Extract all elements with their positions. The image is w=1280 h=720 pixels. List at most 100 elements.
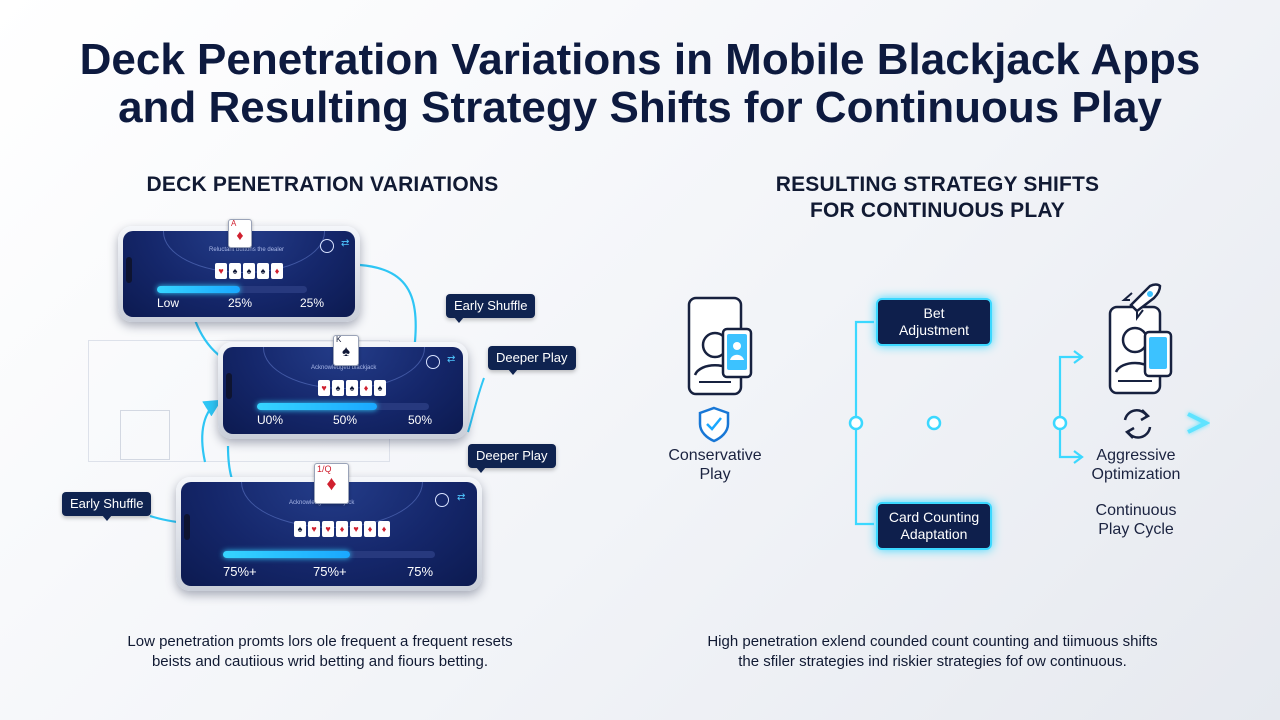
- left-caption-line-2: beists and cautiious wrid betting and fi…: [151, 653, 489, 670]
- tag-label: Early Shuffle: [454, 298, 528, 313]
- mini-card: ♦: [336, 521, 348, 537]
- aggressive-line-1: Aggressive: [1096, 447, 1176, 464]
- tag-deeper-play-top: Deeper Play: [488, 346, 576, 375]
- mini-card: ♦: [360, 380, 372, 396]
- phone-icon: [687, 296, 753, 396]
- background-grid-box: [120, 410, 170, 460]
- shield-check-icon: [698, 406, 730, 443]
- timeline-node: [926, 415, 942, 431]
- settings-ring-icon[interactable]: [435, 493, 449, 507]
- mini-card: ♥: [308, 521, 320, 537]
- swap-icon[interactable]: ⇄: [457, 492, 466, 503]
- left-caption: Low penetration promts lors ole frequent…: [80, 632, 560, 672]
- penetration-bar: [157, 286, 307, 293]
- penetration-bar-fill: [257, 403, 378, 410]
- settings-ring-icon[interactable]: [426, 355, 440, 369]
- page-title: Deck Penetration Variations in Mobile Bl…: [0, 36, 1280, 132]
- tag-early-shuffle-top: Early Shuffle: [446, 294, 536, 323]
- settings-ring-icon[interactable]: [320, 239, 334, 253]
- timeline-node: [848, 415, 864, 431]
- penetration-label-2: 75%+: [313, 564, 347, 579]
- playing-card: A ♦: [228, 219, 252, 248]
- right-section-heading: RESULTING STRATEGY SHIFTS FOR CONTINUOUS…: [700, 172, 1175, 224]
- dealer-text: Reluctant buttons the dealer: [209, 247, 285, 253]
- cycle-line-1: Continuous: [1095, 502, 1177, 519]
- mini-card: ♦: [271, 263, 283, 279]
- mini-card: ♥: [318, 380, 330, 396]
- arrow-right-icon: [1187, 412, 1211, 434]
- tag-deeper-play-bottom: Deeper Play: [468, 444, 556, 473]
- aggressive-line-2: Optimization: [1091, 466, 1181, 483]
- conservative-line-2: Play: [699, 466, 731, 483]
- playing-card: K ♠: [333, 335, 359, 366]
- bet-adjustment-box: Bet Adjustment: [876, 298, 992, 346]
- mini-card: ♠: [243, 263, 255, 279]
- tag-early-shuffle-bottom: Early Shuffle: [62, 492, 152, 521]
- penetration-label-3: 50%: [408, 413, 433, 427]
- mini-card: ♠: [332, 380, 344, 396]
- tag-label: Deeper Play: [476, 448, 548, 463]
- timeline-node: [1052, 415, 1068, 431]
- tag-tail: [454, 317, 464, 323]
- dealer-text: Acknowledged blackjack: [311, 365, 377, 371]
- penetration-label-1: Low: [157, 296, 180, 310]
- title-line-1: Deck Penetration Variations in Mobile Bl…: [79, 35, 1201, 84]
- cycle-line-2: Play Cycle: [1098, 521, 1174, 538]
- penetration-bar: [223, 551, 435, 558]
- aggressive-optimization-label: Aggressive Optimization: [1078, 446, 1194, 484]
- penetration-label-3: 75%: [407, 564, 434, 579]
- penetration-label-1: 75%+: [223, 564, 257, 579]
- playing-card-rank: A: [231, 219, 237, 228]
- tag-tail: [508, 369, 518, 375]
- bet-box-line-1: Bet: [923, 305, 945, 321]
- mini-cards: ♠ ♥ ♥ ♦ ♥ ♦ ♦: [294, 521, 390, 537]
- swap-icon[interactable]: ⇄: [447, 354, 456, 365]
- phone-notch: [126, 257, 132, 283]
- mini-cards: ♥ ♠ ♠ ♠ ♦: [215, 263, 283, 279]
- mini-card: ♠: [257, 263, 269, 279]
- card-box-line-1: Card Counting: [888, 509, 980, 525]
- swap-icon[interactable]: ⇄: [341, 238, 350, 249]
- rocket-phone-icon: [1108, 283, 1173, 395]
- penetration-label-3: 25%: [300, 296, 325, 310]
- tag-tail: [102, 515, 112, 521]
- phone-notch: [226, 373, 232, 399]
- bet-branch-line: [854, 320, 874, 526]
- mini-card: ♠: [346, 380, 358, 396]
- continuous-play-cycle-label: Continuous Play Cycle: [1076, 501, 1196, 539]
- up-branch-arrow: [1073, 350, 1084, 364]
- tag-tail: [476, 467, 486, 473]
- mini-card: ♥: [322, 521, 334, 537]
- tag-label: Deeper Play: [496, 350, 568, 365]
- cycle-arrows-icon: [1123, 409, 1152, 439]
- penetration-bar-fill: [157, 286, 240, 293]
- conservative-line-1: Conservative: [668, 447, 762, 464]
- card-counting-box: Card Counting Adaptation: [876, 502, 992, 550]
- diamond-suit-icon: ♦: [326, 473, 337, 495]
- phone-screen: Acknowledged blackjack ⇄ ♠ ♥ ♥ ♦ ♥ ♦ ♦ 7…: [181, 482, 477, 586]
- mini-card: ♦: [378, 521, 390, 537]
- right-caption-line-1: High penetration exlend counded count co…: [707, 633, 1158, 650]
- mini-card: ♠: [374, 380, 386, 396]
- diamond-suit-icon: ♦: [236, 227, 244, 243]
- phone-medium-penetration: Acknowledged blackjack ⇄ ♥ ♠ ♠ ♦ ♠ U0% 5…: [218, 342, 468, 439]
- mini-card: ♥: [215, 263, 227, 279]
- playing-card-rank: 1/Q: [317, 464, 332, 474]
- right-caption: High penetration exlend counded count co…: [660, 632, 1205, 672]
- playing-card-rank: K: [336, 335, 342, 344]
- penetration-label-2: 25%: [228, 296, 253, 310]
- conservative-play-label: Conservative Play: [655, 446, 775, 484]
- right-heading-line-1: RESULTING STRATEGY SHIFTS: [775, 173, 1100, 196]
- mini-card: ♦: [364, 521, 376, 537]
- right-caption-line-2: the sfiler strategies ind riskier strate…: [738, 653, 1127, 670]
- mini-card: ♠: [294, 521, 306, 537]
- mini-card: ♠: [229, 263, 241, 279]
- playing-card: 1/Q ♦: [314, 463, 349, 504]
- right-heading-line-2: FOR CONTINUOUS PLAY: [809, 199, 1066, 222]
- up-branch-line: [1058, 355, 1080, 423]
- penetration-bar-fill: [223, 551, 351, 558]
- title-line-2: and Resulting Strategy Shifts for Contin…: [118, 83, 1162, 132]
- left-section-heading: DECK PENETRATION VARIATIONS: [146, 173, 499, 196]
- down-branch-line: [1058, 423, 1080, 459]
- penetration-bar: [257, 403, 429, 410]
